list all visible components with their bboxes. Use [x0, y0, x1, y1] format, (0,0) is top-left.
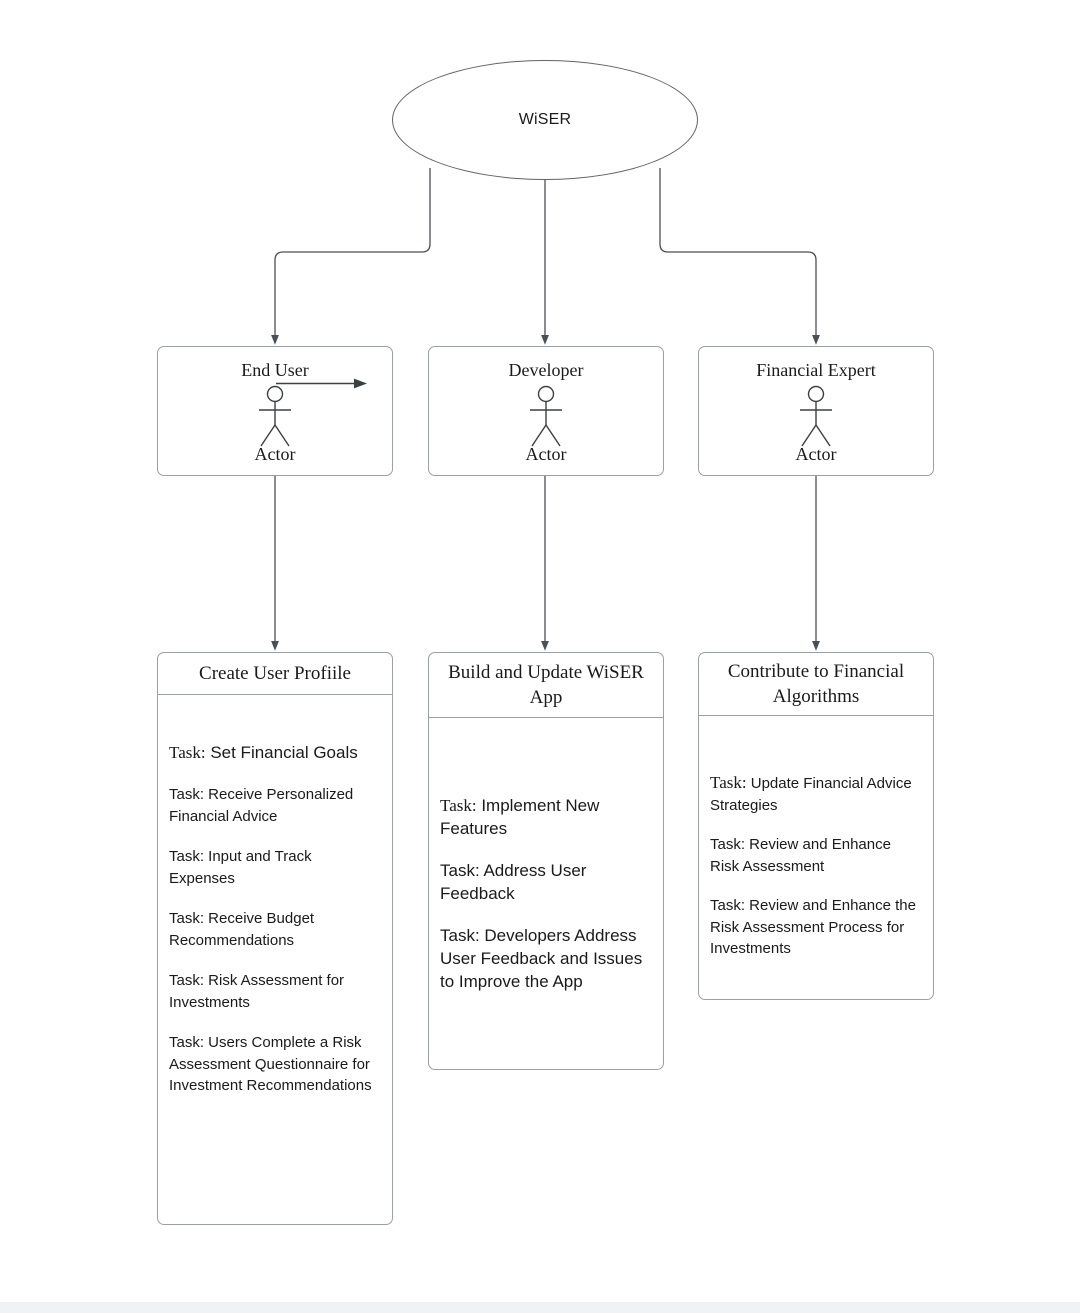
task-text: Set Financial Goals — [205, 743, 358, 762]
use-case-header: Build and Update WiSER App — [429, 653, 663, 718]
use-case-header: Contribute to Financial Algorithms — [699, 653, 933, 716]
use-case-task-list: Task: Update Financial Advice Strategies… — [699, 716, 933, 960]
task-item: Task: Input and Track Expenses — [169, 848, 312, 887]
task-item: Task: Developers Address User Feedback a… — [440, 926, 643, 991]
use-case-title: Create User Profiile — [199, 663, 351, 684]
task-item: Task: Update Financial Advice Strategies — [710, 772, 922, 816]
actor-role-label: Actor — [525, 444, 567, 464]
use-case-title: Build and Update WiSER App — [448, 662, 644, 708]
task-item: Task: Risk Assessment for Investments — [169, 972, 345, 1011]
use-case-title: Contribute to Financial Algorithms — [727, 661, 905, 707]
connector-system-to-end-user — [271, 168, 431, 345]
task-keyword: Task: — [440, 796, 477, 815]
page-bottom-edge — [0, 1302, 1080, 1313]
system-label: WiSER — [518, 111, 572, 128]
actor-title: Developer — [508, 360, 584, 380]
task-item: Task: Implement New Features — [440, 794, 652, 840]
use-case-task-list: Task: Set Financial Goals Task: Receive … — [158, 695, 392, 1097]
actor-stick-figure-icon — [530, 385, 562, 447]
task-item: Task: Receive Budget Recommendations — [169, 910, 315, 949]
task-item: Task: Address User Feedback — [440, 861, 587, 903]
connector-system-to-financial-expert — [659, 168, 820, 345]
task-keyword: Task: — [169, 743, 206, 762]
actor-box-end-user[interactable]: End User Actor — [157, 346, 393, 476]
task-keyword: Task: — [710, 773, 747, 792]
actor-title: End User — [241, 360, 309, 380]
actor-stick-figure-icon — [800, 385, 832, 447]
use-case-box-build-and-update-wiser-app[interactable]: Build and Update WiSER App Task: Impleme… — [428, 652, 664, 1070]
task-item: Task: Review and Enhance Risk Assessment — [710, 836, 891, 875]
use-case-header: Create User Profiile — [158, 653, 392, 695]
use-case-task-list: Task: Implement New Features Task: Addre… — [429, 718, 663, 993]
task-item: Task: Review and Enhance the Risk Assess… — [710, 897, 916, 957]
task-text: Implement New Features — [440, 796, 600, 838]
actor-box-developer[interactable]: Developer Actor — [428, 346, 664, 476]
actor-stick-figure-icon — [259, 385, 291, 447]
task-item: Task: Receive Personalized Financial Adv… — [169, 786, 354, 825]
actor-role-label: Actor — [795, 444, 837, 464]
use-case-box-create-user-profile[interactable]: Create User Profiile Task: Set Financial… — [157, 652, 393, 1225]
use-case-box-contribute-to-financial-algorithms[interactable]: Contribute to Financial Algorithms Task:… — [698, 652, 934, 1000]
actor-title: Financial Expert — [756, 360, 876, 380]
task-item: Task: Set Financial Goals — [169, 741, 381, 764]
actor-box-financial-expert[interactable]: Financial Expert Actor — [698, 346, 934, 476]
system-boundary-ellipse[interactable]: WiSER — [392, 60, 698, 180]
actor-role-label: Actor — [254, 444, 296, 464]
task-item: Task: Users Complete a Risk Assessment Q… — [169, 1034, 372, 1094]
actor-reach-arrow-icon — [276, 378, 367, 389]
task-text: Update Financial Advice Strategies — [710, 775, 912, 814]
